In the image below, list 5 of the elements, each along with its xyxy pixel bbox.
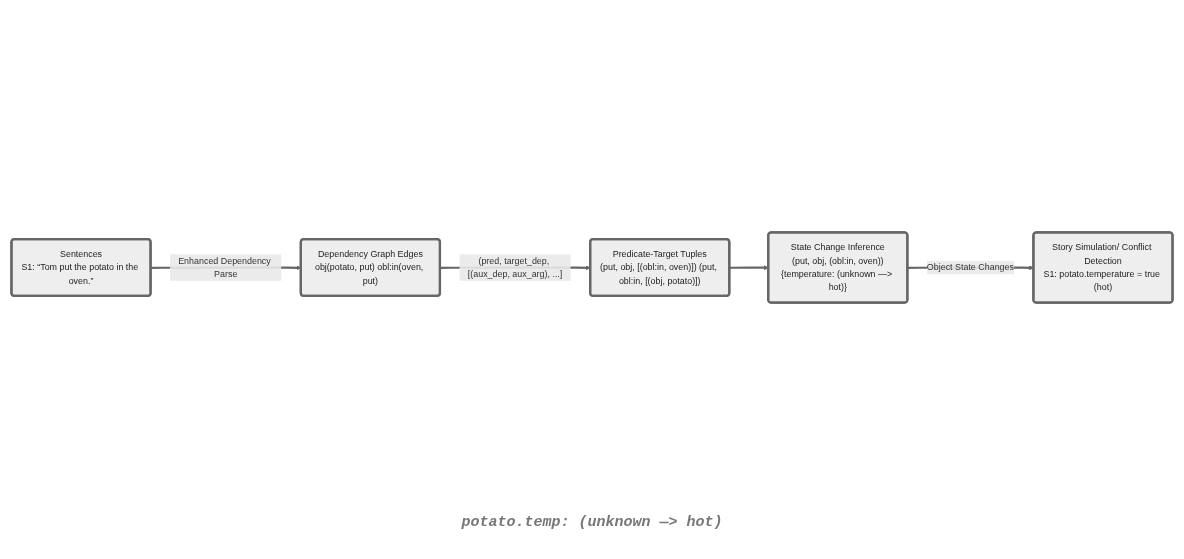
edge-note: potato.temp: (unknown —> hot) — [461, 514, 723, 531]
edge-label: Object State Changes — [926, 262, 1014, 273]
arrow — [729, 265, 769, 271]
edge-label: (pred, target_dep, [(aux_dep, aux_arg), ...] — [467, 256, 563, 280]
edge-label: Enhanced Dependency Parse — [178, 256, 271, 280]
